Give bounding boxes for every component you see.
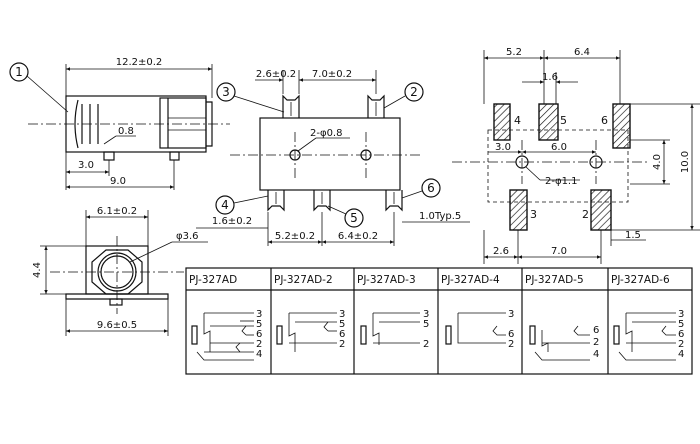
dim-fp-top-left: 5.2 xyxy=(506,47,522,58)
dim-length: 12.2±0.2 xyxy=(116,57,163,68)
pin-6-a: 3 xyxy=(678,309,684,320)
dim-base-width: 9.6±0.5 xyxy=(97,320,137,331)
dim-pin-lead: 1.6±0.2 xyxy=(212,216,252,227)
pin-1-c: 6 xyxy=(256,329,262,340)
pin-5-c: 4 xyxy=(593,349,599,360)
dim-pin-width: 2.6±0.2 xyxy=(256,69,296,80)
pin-2-b: 5 xyxy=(339,319,345,330)
pad-3 xyxy=(509,189,528,231)
top-view: 2-φ0.8 2.6±0.2 7.0±0.2 1.6±0.2 5.2±0.2 6… xyxy=(196,69,470,246)
pin-1-d: 2 xyxy=(256,339,262,350)
dim-fp-bottom-right: 1.5 xyxy=(625,230,641,241)
pin-3-a: 3 xyxy=(423,309,429,320)
schematic-5 xyxy=(529,325,590,361)
pin-5-b: 2 xyxy=(593,337,599,348)
dim-fp-top-right: 6.4 xyxy=(574,47,590,58)
dim-pin-offset: 3.0 xyxy=(78,160,94,171)
dim-fp-holes: 2-φ1.1 xyxy=(545,176,577,187)
dim-fp-height-inner: 4.0 xyxy=(652,154,663,170)
dim-fp-bottom-left: 2.6 xyxy=(493,246,509,257)
schematic-1 xyxy=(191,312,254,361)
schematic-6 xyxy=(613,312,676,361)
pad-label-3: 3 xyxy=(530,208,537,221)
dim-pin-thickness: 1.0Typ.5 xyxy=(419,211,461,222)
dim-pin-span: 9.0 xyxy=(110,176,126,187)
callout-5: 5 xyxy=(350,211,358,225)
dim-fp-height-outer: 10.0 xyxy=(680,151,691,173)
dim-fp-inner-right: 6.0 xyxy=(551,142,567,153)
side-view: 1 12.2±0.2 0.8 3.0 9.0 xyxy=(9,57,230,190)
dim-fp-pad: 1.6 xyxy=(542,72,558,83)
pin-2-c: 6 xyxy=(339,329,345,340)
callout-3: 3 xyxy=(222,85,230,99)
dim-front-width: 6.1±0.2 xyxy=(97,206,137,217)
schematic-2 xyxy=(276,312,337,352)
pin-1-a: 3 xyxy=(256,309,262,320)
pin-2-d: 2 xyxy=(339,339,345,350)
callout-4: 4 xyxy=(221,198,229,212)
pin-4-b: 6 xyxy=(508,329,514,340)
pad-label-2: 2 xyxy=(582,208,589,221)
pcb-footprint: 4 5 6 3 2 5.2 6.4 1.6 3.0 6.0 2-φ1.1 4.0… xyxy=(452,47,700,264)
variant-header-5: PJ-327AD-5 xyxy=(525,274,584,286)
pad-label-4: 4 xyxy=(514,114,521,127)
pin-6-e: 4 xyxy=(678,349,684,360)
dim-fp-bottom-mid: 7.0 xyxy=(551,246,567,257)
dim-fp-inner-left: 3.0 xyxy=(495,142,511,153)
pin-1-b: 5 xyxy=(256,319,262,330)
pad-4 xyxy=(493,103,511,141)
variants-table: PJ-327AD PJ-327AD-2 PJ-327AD-3 PJ-327AD-… xyxy=(185,267,693,375)
schematic-3 xyxy=(360,312,420,345)
dim-pin-pitch-b: 6.4±0.2 xyxy=(338,231,378,242)
pin-6-b: 5 xyxy=(678,319,684,330)
pin-3-b: 5 xyxy=(423,319,429,330)
callout-2: 2 xyxy=(410,85,418,99)
callout-1 xyxy=(9,62,29,82)
dim-pin-pitch-top: 7.0±0.2 xyxy=(312,69,352,80)
variant-header-1: PJ-327AD xyxy=(189,274,237,286)
dim-front-height: 4.4 xyxy=(32,262,43,278)
front-view: 6.1±0.2 4.4 φ3.6 9.6±0.5 xyxy=(32,206,208,336)
variant-header-6: PJ-327AD-6 xyxy=(611,274,670,286)
pad-6 xyxy=(612,103,631,149)
dim-hole-diameter: φ3.6 xyxy=(176,231,199,242)
variant-header-2: PJ-327AD-2 xyxy=(274,274,333,286)
pad-label-6: 6 xyxy=(601,114,608,127)
callout-6: 6 xyxy=(427,181,435,195)
pad-2 xyxy=(590,189,612,231)
pin-5-a: 6 xyxy=(593,325,599,336)
pin-1-e: 4 xyxy=(256,349,262,360)
dim-pin-pitch-a: 5.2±0.2 xyxy=(275,231,315,242)
variant-header-3: PJ-327AD-3 xyxy=(357,274,416,286)
pin-6-c: 6 xyxy=(678,329,684,340)
callout-1-label: 1 xyxy=(15,65,23,79)
pin-4-a: 3 xyxy=(508,309,514,320)
pin-2-a: 3 xyxy=(339,309,345,320)
pin-6-d: 2 xyxy=(678,339,684,350)
schematic-4 xyxy=(445,312,506,345)
pin-4-c: 2 xyxy=(508,339,514,350)
variant-header-4: PJ-327AD-4 xyxy=(441,274,500,286)
dim-peg-holes: 2-φ0.8 xyxy=(310,128,342,139)
pad-label-5: 5 xyxy=(560,114,567,127)
dim-pin-width: 0.8 xyxy=(118,126,134,137)
pin-3-c: 2 xyxy=(423,339,429,350)
pad-5 xyxy=(538,103,559,141)
